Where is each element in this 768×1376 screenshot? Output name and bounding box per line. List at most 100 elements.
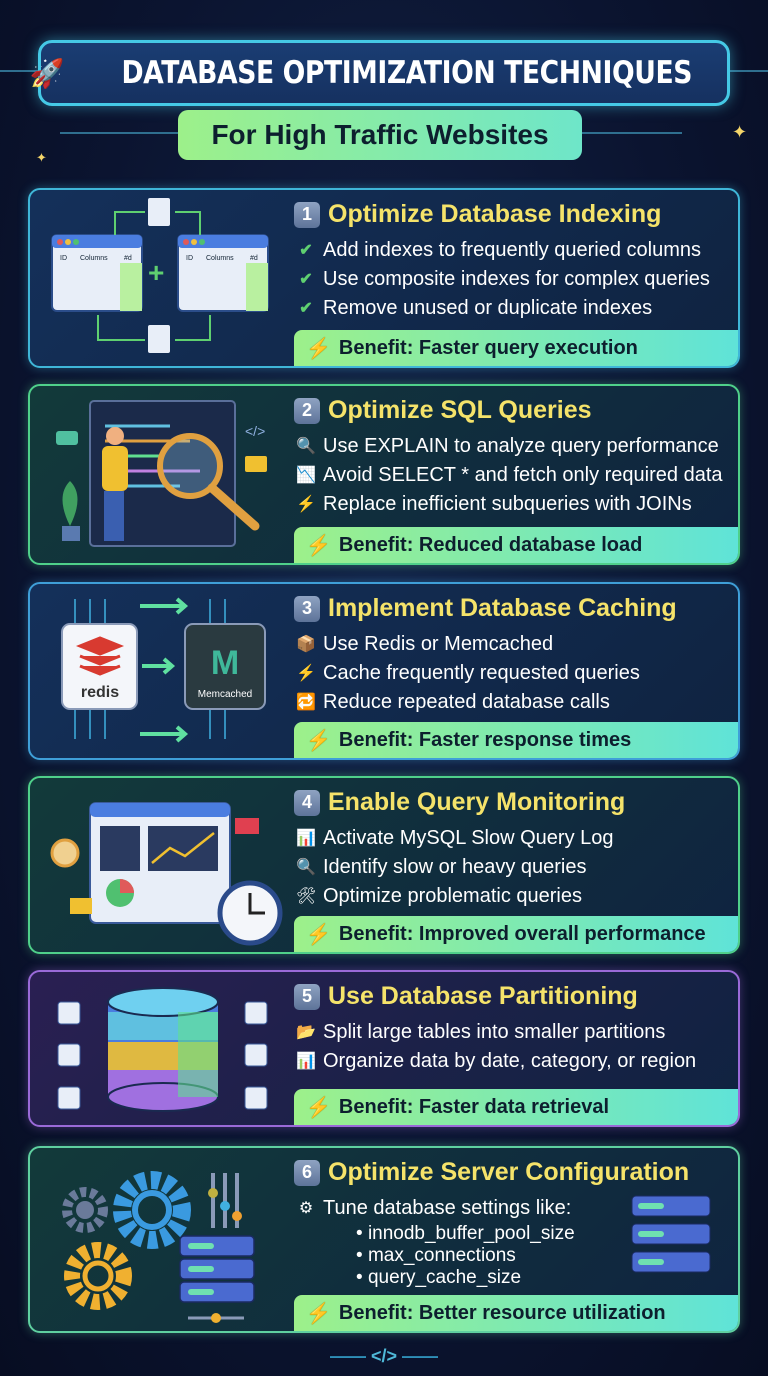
column-header: ID (60, 255, 67, 262)
column-header: ID (186, 255, 193, 262)
code-icon: </> (370, 1346, 398, 1366)
tip-list: 🔍 Use EXPLAIN to analyze query performanc… (296, 432, 723, 519)
setting-name: max_connections (367, 1245, 516, 1266)
tip-text: Use composite indexes for complex querie… (323, 268, 710, 290)
tip-item: 🛠 Optimize problematic queries (296, 882, 614, 911)
card-heading: Optimize Database Indexing (328, 200, 662, 228)
step-number-badge: 4 (294, 789, 320, 816)
page-subtitle: For High Traffic Websites (211, 119, 549, 150)
bullet-icon: 📊 (296, 830, 316, 847)
tip-text: Identify slow or heavy queries (323, 856, 587, 878)
tip-text: Reduce repeated database calls (323, 691, 610, 713)
bullet-icon: ⚙ (298, 1200, 314, 1217)
benefit-text: Benefit: Faster response times (338, 728, 632, 751)
bullet-icon: 📦 (296, 636, 316, 653)
lightning-icon: ⚡ (306, 1302, 331, 1325)
redis-label: redis (81, 684, 119, 701)
tip-item: 📦Use Redis or Memcached (296, 630, 640, 659)
tip-item: 🔍 Identify slow or heavy queries (296, 853, 614, 882)
tip-text: Tune database settings like: (323, 1197, 572, 1219)
setting-item: • max_connections (356, 1245, 516, 1266)
benefit-bar: ⚡ Benefit: Faster response times (294, 722, 738, 758)
setting-item: • innodb_buffer_pool_size (356, 1223, 575, 1244)
card-heading: Use Database Partitioning (328, 982, 638, 1010)
tip-item: ✔Add indexes to frequently queried colum… (296, 236, 710, 265)
bullet-icon: 📉 (296, 467, 316, 484)
bullet-icon: 🔍 (296, 438, 316, 455)
tip-item: 📊 Activate MySQL Slow Query Log (296, 824, 614, 853)
step-number-badge: 5 (294, 983, 320, 1010)
circuit-line (730, 70, 768, 72)
card-heading: Optimize SQL Queries (328, 396, 592, 424)
bullet-icon: ✔ (299, 300, 313, 317)
column-header: Columns (206, 255, 234, 262)
tip-text: Replace inefficient subqueries with JOIN… (323, 493, 692, 515)
lightning-icon: ⚡ (306, 923, 331, 946)
card-heading: Enable Query Monitoring (328, 788, 626, 816)
lightning-icon: ⚡ (306, 1096, 331, 1119)
tip-item: 📉Avoid SELECT * and fetch only required … (296, 461, 722, 490)
tip-list: 📦Use Redis or Memcached ⚡ Cache frequently… (296, 630, 640, 717)
step-number-badge: 3 (294, 595, 320, 622)
step-number-badge: 1 (294, 201, 320, 228)
bullet-icon: 📊 (296, 1053, 316, 1070)
sparkle-icon: ✦ (36, 150, 47, 165)
card-title: 1 Optimize Database Indexing (294, 200, 661, 229)
tip-text: Activate MySQL Slow Query Log (323, 827, 614, 849)
bullet-icon: 🔁 (296, 694, 316, 711)
circuit-line (60, 132, 178, 134)
tip-text: Optimize problematic queries (323, 885, 582, 907)
title-banner: 🚀 DATABASE OPTIMIZATION TECHNIQUES (30, 40, 730, 106)
tip-list: ✔ Add indexes to frequently queried colum… (296, 236, 710, 323)
card-title: 6 Optimize Server Configuration (294, 1158, 689, 1187)
benefit-bar: ⚡ Benefit: Faster query execution (294, 330, 738, 366)
bullet-icon: ✔ (299, 271, 313, 288)
tip-text: Cache frequently requested queries (323, 662, 640, 684)
page-title: DATABASE OPTIMIZATION TECHNIQUES (121, 55, 692, 91)
tip-text: Organize data by date, category, or regi… (323, 1050, 697, 1072)
tip-text: Use EXPLAIN to analyze query performance (323, 435, 719, 457)
svg-text:M: M (211, 644, 239, 682)
benefit-bar: ⚡Benefit: Faster data retrieval (294, 1089, 738, 1125)
step-number-badge: 6 (294, 1159, 320, 1186)
bullet-icon: ⚡ (296, 665, 316, 682)
card-title: 5 Use Database Partitioning (294, 982, 638, 1011)
tip-item: ✔ Use composite indexes for complex queri… (296, 265, 710, 294)
tip-item: ⚡ Replace inefficient subqueries with JOI… (296, 490, 723, 519)
lightning-icon: ⚡ (306, 729, 331, 752)
memcached-label: Memcached (198, 689, 252, 700)
developer-analysis-illustration: </> (56, 400, 267, 547)
tip-item: ⚙ Tune database settings like: (296, 1194, 575, 1223)
lightning-icon: ⚡ (306, 337, 331, 360)
server-rack-icon (631, 1195, 711, 1273)
card-title: 4 Enable Query Monitoring (294, 788, 625, 817)
rocket-icon: 🚀 (29, 57, 65, 89)
tip-list: 📂 Split large tables into smaller partiti… (296, 1018, 696, 1076)
tip-item: 📊 Organize data by date, category, or reg… (296, 1047, 696, 1076)
tip-text: Split large tables into smaller partitio… (323, 1021, 666, 1043)
server-config-illustration (62, 1171, 255, 1323)
svg-text:</>: </> (245, 423, 265, 439)
bullet-icon: 🛠 (296, 888, 317, 905)
column-header: Columns (80, 255, 108, 262)
benefit-bar: ⚡Benefit: Better resource utilization (294, 1295, 738, 1331)
tip-text: Add indexes to frequently queried column… (323, 239, 702, 261)
column-header: #d (250, 255, 258, 262)
bullet-icon: 📂 (296, 1024, 316, 1041)
footer: —— </> —— (329, 1346, 439, 1366)
column-header: #d (124, 255, 132, 262)
setting-name: query_cache_size (367, 1267, 522, 1288)
circuit-line (582, 132, 682, 134)
benefit-text: Benefit: Faster query execution (338, 336, 638, 359)
bullet-icon: ⚡ (296, 496, 316, 513)
bullet-icon: 🔍 (296, 859, 316, 876)
card-heading: Optimize Server Configuration (328, 1158, 690, 1186)
benefit-bar: ⚡Benefit: Reduced database load (294, 527, 738, 563)
monitoring-dashboard-illustration (50, 802, 283, 946)
subtitle-banner: For High Traffic Websites (178, 110, 582, 160)
